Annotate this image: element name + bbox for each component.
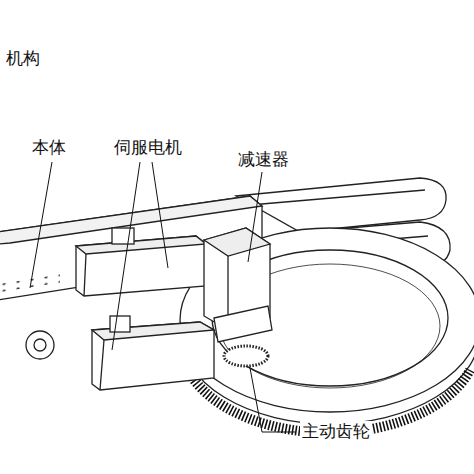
gear-teeth [181,332,470,433]
part-label: 本体 [30,137,68,157]
servo-motor-top [76,236,206,254]
part-label: 减速器 [236,149,291,169]
leader-line [248,172,262,262]
leader-line [112,162,140,350]
reducer-top [204,228,270,256]
flange-hub [34,339,46,351]
servo-motor [76,236,206,296]
mechanism-title-fragment: 机构 [4,48,42,68]
arm-edge [250,190,425,205]
hole-row [0,274,60,292]
leader-line [152,162,168,268]
servo-motor-edge [100,340,104,390]
servo-motor-edge [84,254,86,296]
flange [26,331,54,359]
part-label: 伺服电机 [112,137,184,157]
motor-connector [110,316,130,332]
ring-top [180,228,474,412]
part-label: 主动齿轮 [300,421,372,441]
drive-gear [224,346,268,366]
reducer-flange [214,306,272,342]
leader-line [30,162,52,288]
motor-connector [112,228,134,244]
leader-line [250,368,296,432]
